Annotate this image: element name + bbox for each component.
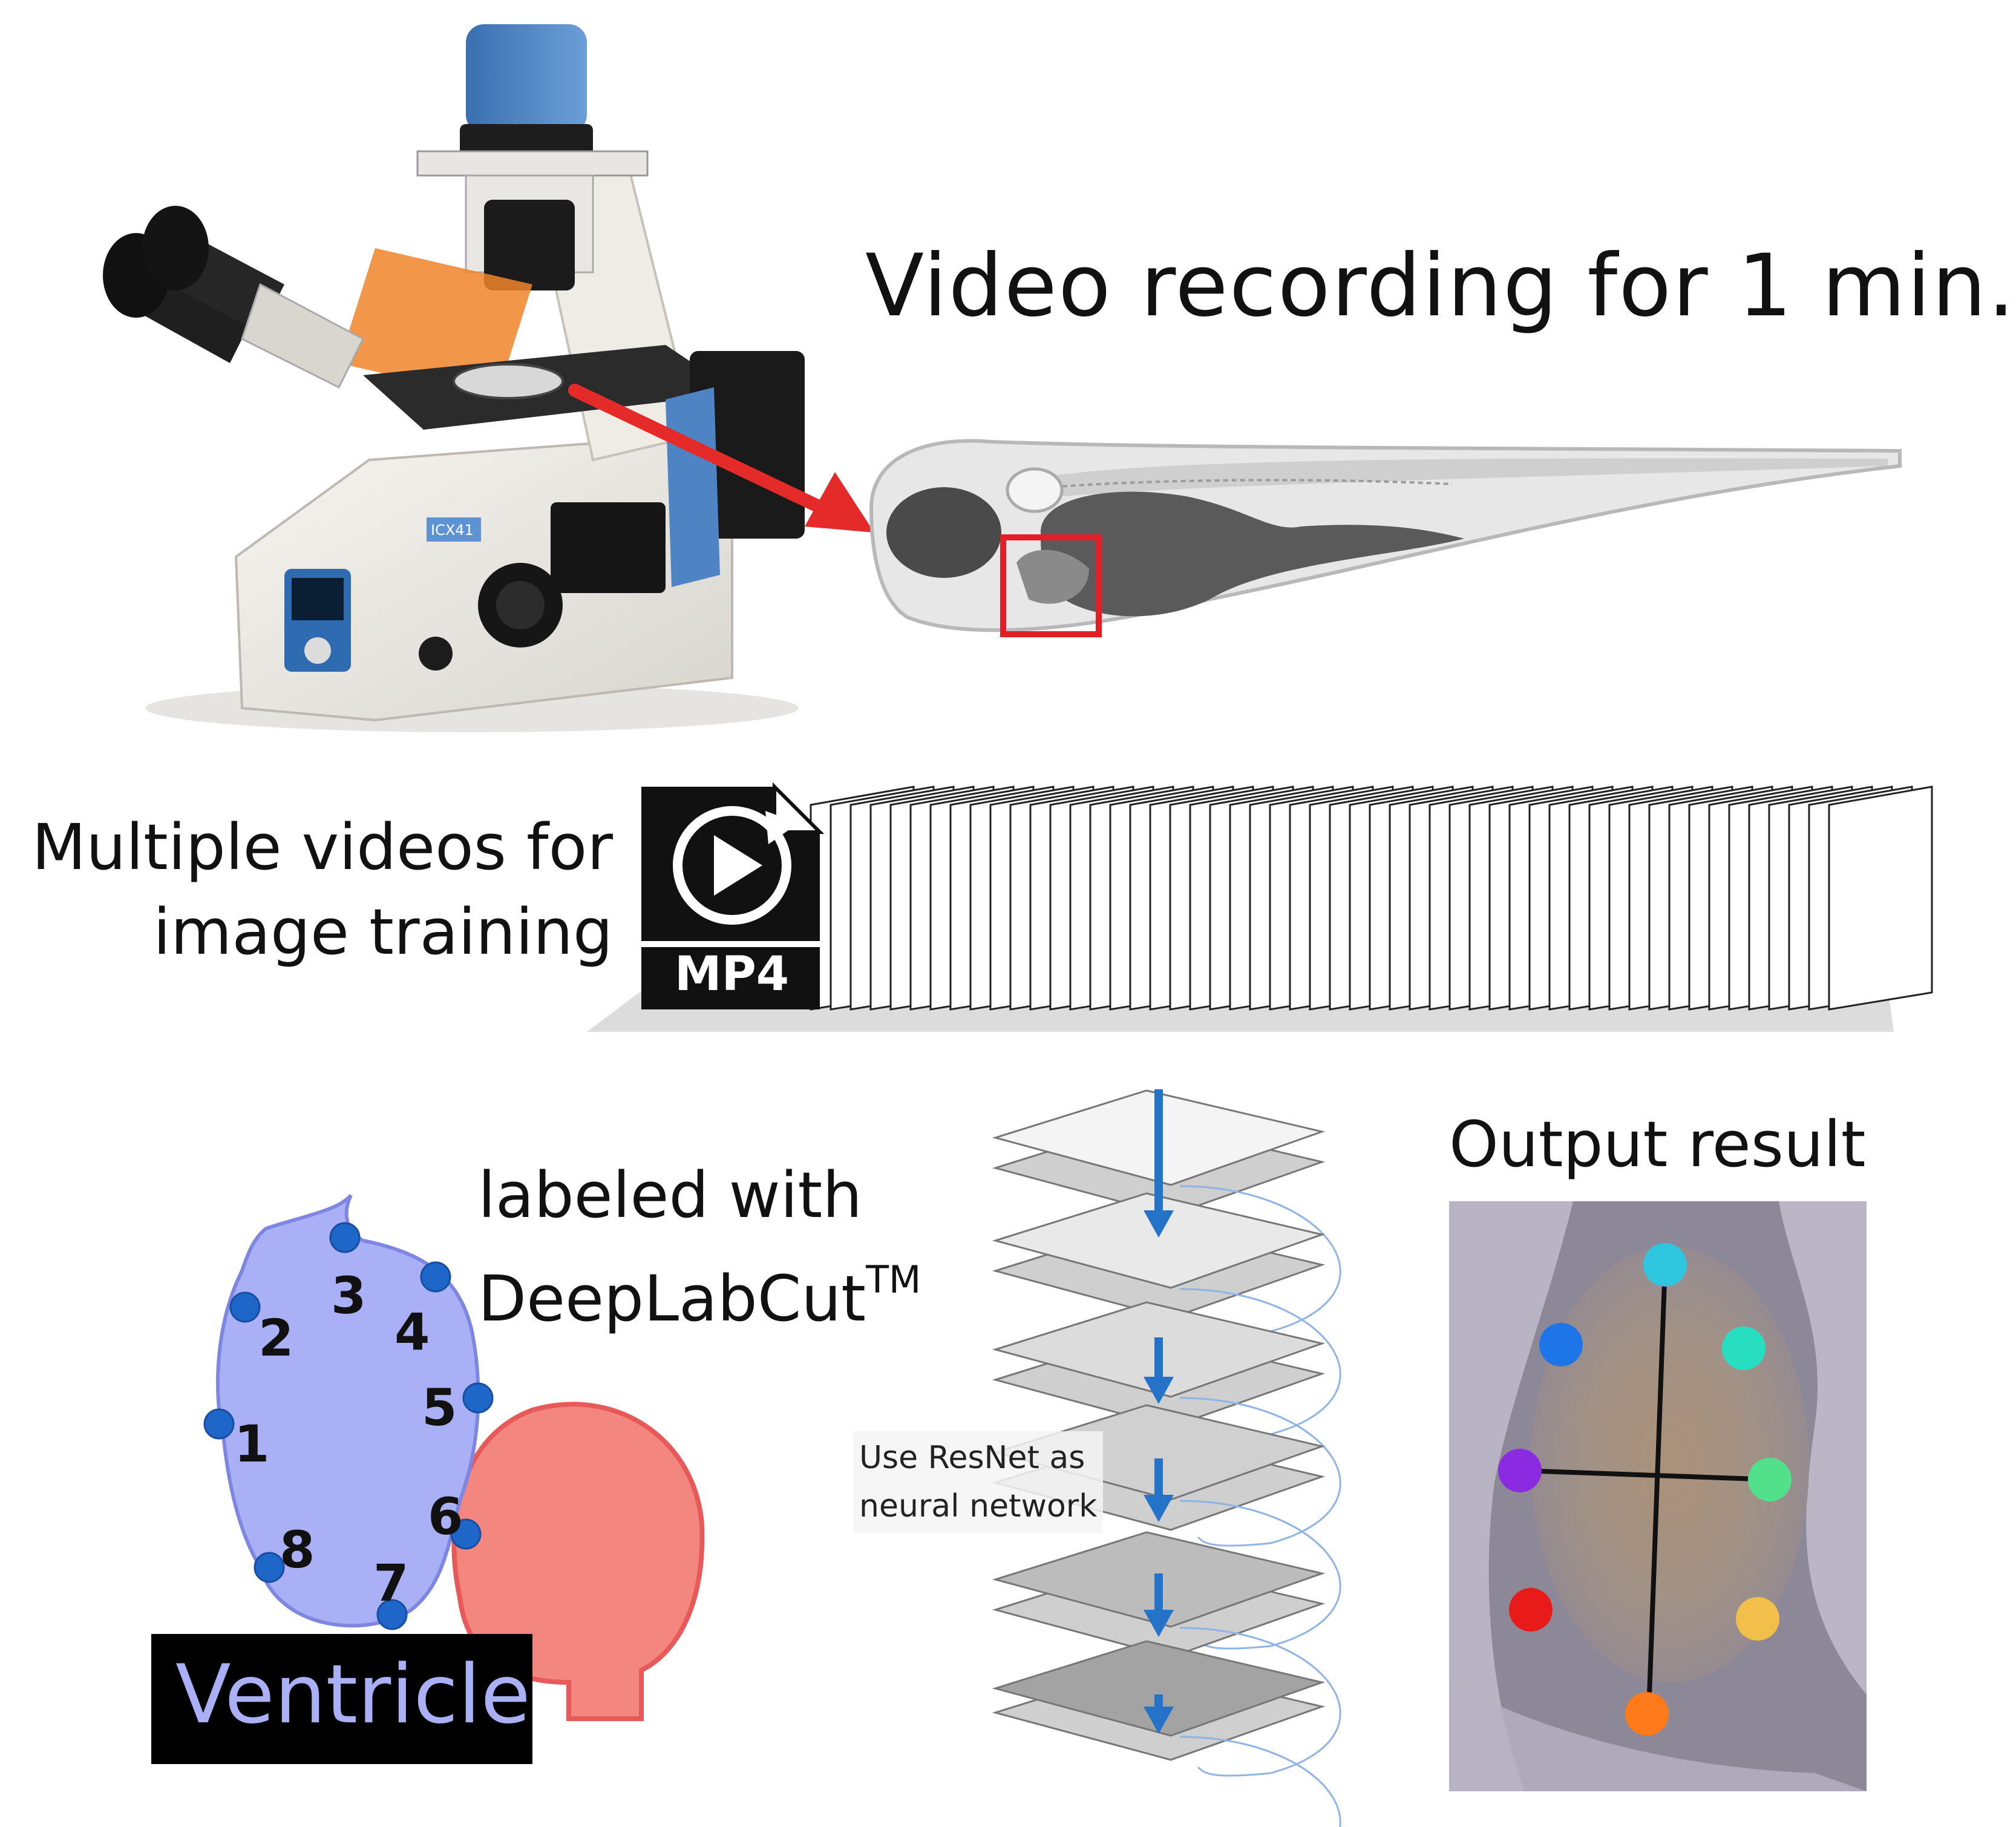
ventricle-point-number: 1 bbox=[234, 1414, 269, 1474]
ventricle-point-marker bbox=[450, 1518, 482, 1550]
output-keypoint bbox=[1748, 1458, 1792, 1501]
ventricle-point-marker bbox=[229, 1291, 261, 1323]
labeled-with-line: labeled with bbox=[478, 1158, 863, 1232]
resnet-line1: Use ResNet as bbox=[859, 1440, 1085, 1476]
figure-canvas: ICX41 bbox=[32, 24, 2015, 1827]
ventricle-point-number: 6 bbox=[428, 1487, 463, 1546]
heart-schematic: 1 234 5 678 bbox=[203, 1193, 705, 1721]
skip-connection-curve bbox=[1179, 1736, 1341, 1827]
ventricle-point-number: 3 bbox=[331, 1266, 366, 1325]
ventricle-point-marker bbox=[254, 1552, 285, 1583]
output-keypoint bbox=[1736, 1597, 1779, 1641]
multiple-videos-label: Multiple videos for image training bbox=[32, 805, 613, 974]
network-layer-plane bbox=[992, 1192, 1326, 1289]
ventricle-point-marker bbox=[462, 1382, 494, 1414]
mp4-file-icon bbox=[641, 782, 825, 1009]
ventricle-label: Ventricle bbox=[175, 1647, 531, 1742]
video-frame-stack bbox=[587, 782, 1933, 1032]
microscope-image: ICX41 bbox=[103, 24, 805, 732]
network-arrow-head bbox=[1144, 1707, 1174, 1734]
ventricle-point-number: 2 bbox=[258, 1308, 293, 1368]
resnet-caption: Use ResNet as neural network bbox=[853, 1431, 1104, 1533]
ventricle-point-number: 5 bbox=[422, 1378, 457, 1437]
output-result-image bbox=[1449, 1201, 1867, 1791]
ventricle-point-marker bbox=[420, 1261, 451, 1293]
output-keypoint bbox=[1498, 1449, 1542, 1492]
output-keypoint bbox=[1643, 1243, 1687, 1287]
skip-connection-curve bbox=[1179, 1500, 1341, 1650]
network-layer-plane bbox=[992, 1640, 1326, 1737]
network-arrow-head bbox=[1144, 1210, 1174, 1238]
ventricle-label-box bbox=[151, 1634, 532, 1764]
microscope-model-label: ICX41 bbox=[431, 522, 474, 539]
heart-roi-box bbox=[1000, 534, 1102, 637]
network-arrow-head bbox=[1144, 1610, 1174, 1637]
centerline-cross bbox=[1521, 1264, 1773, 1713]
network-arrow-head bbox=[1144, 1495, 1174, 1522]
network-layer-plane bbox=[992, 1404, 1326, 1501]
trademark-sup: TM bbox=[866, 1258, 921, 1302]
video-frame bbox=[1828, 786, 1933, 1011]
red-arrow bbox=[568, 384, 874, 533]
diagram-svg: ICX41 bbox=[103, 24, 1933, 1827]
ventricle-point-marker bbox=[329, 1222, 361, 1253]
ventricle-point-number: 7 bbox=[373, 1553, 408, 1613]
output-keypoint bbox=[1539, 1323, 1583, 1366]
video-recording-title: Video recording for 1 min. bbox=[865, 236, 2016, 336]
network-arrow-head bbox=[1144, 1377, 1174, 1404]
resnet-line2: neural network bbox=[859, 1488, 1098, 1524]
zebrafish-larva bbox=[869, 439, 1902, 632]
multiple-videos-line2: image training bbox=[153, 895, 613, 969]
ventricle-point-marker bbox=[376, 1599, 408, 1630]
multiple-videos-line1: Multiple videos for bbox=[31, 810, 613, 884]
deeplabcut-name: DeepLabCut bbox=[478, 1262, 866, 1336]
ventricle-point-number: 4 bbox=[394, 1302, 430, 1362]
eyepieces bbox=[103, 206, 364, 389]
ventricle-point-marker bbox=[203, 1408, 235, 1440]
output-result-title: Output result bbox=[1449, 1107, 1866, 1181]
output-keypoint bbox=[1722, 1327, 1766, 1370]
output-keypoint bbox=[1509, 1588, 1553, 1632]
ventricle-point-number: 8 bbox=[280, 1520, 315, 1579]
deeplabcut-line: DeepLabCutTM bbox=[478, 1238, 921, 1341]
output-keypoint bbox=[1625, 1692, 1669, 1736]
skip-connection-curve bbox=[1179, 1397, 1341, 1547]
skip-connection-curve bbox=[1179, 1627, 1341, 1777]
deeplabcut-label: labeled with DeepLabCutTM bbox=[478, 1153, 921, 1341]
mp4-text: MP4 bbox=[675, 947, 790, 1002]
